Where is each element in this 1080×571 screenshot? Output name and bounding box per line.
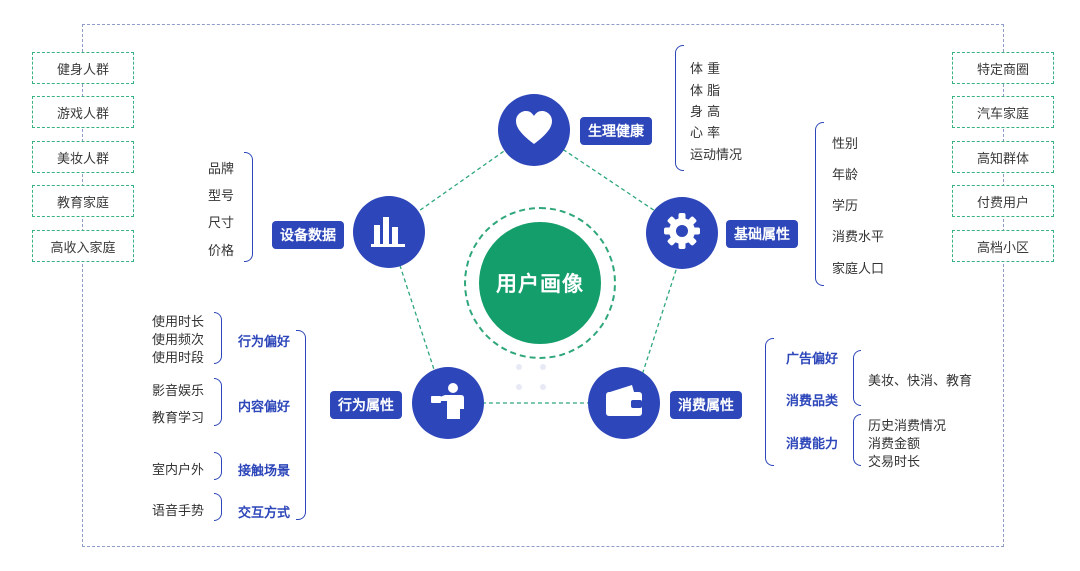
decor-dot bbox=[540, 384, 546, 390]
device-node bbox=[353, 196, 425, 268]
behavior-item: 语音手势 bbox=[152, 504, 205, 519]
consumption-ability-bracket bbox=[853, 414, 861, 466]
behavior-subbracket bbox=[214, 493, 222, 521]
behavior-subgroup-label: 交互方式 bbox=[238, 506, 291, 521]
basic-node bbox=[646, 197, 718, 269]
left-group-label: 健身人群 bbox=[56, 62, 109, 78]
right-group-box-upscale-community: 高档小区 bbox=[952, 230, 1054, 262]
left-group-box-gaming: 游戏人群 bbox=[32, 96, 134, 128]
device-label: 设备数据 bbox=[280, 228, 336, 244]
wallet-icon bbox=[604, 384, 644, 422]
outer-dashed-frame bbox=[82, 24, 1004, 547]
right-group-box-car-family: 汽车家庭 bbox=[952, 96, 1054, 128]
left-group-label: 高收入家庭 bbox=[50, 240, 116, 256]
behavior-item: 使用频次 bbox=[152, 333, 205, 348]
basic-item: 性别 bbox=[832, 137, 859, 152]
consumption-shared-detail: 美妆、快消、教育 bbox=[868, 374, 973, 389]
left-group-box-high-income: 高收入家庭 bbox=[32, 230, 134, 262]
basic-item: 消费水平 bbox=[832, 230, 885, 245]
consumption-label: 消费属性 bbox=[678, 398, 734, 414]
physiology-item: 体 重 bbox=[690, 62, 721, 77]
behavior-bracket bbox=[296, 330, 306, 520]
left-group-box-education: 教育家庭 bbox=[32, 185, 134, 217]
decor-dot bbox=[516, 384, 522, 390]
decor-dot bbox=[540, 364, 546, 370]
physiology-item: 心 率 bbox=[690, 126, 721, 141]
physiology-item: 身 高 bbox=[690, 105, 721, 120]
center-node: 用户画像 bbox=[479, 222, 601, 344]
behavior-item: 教育学习 bbox=[152, 411, 205, 426]
right-group-label: 高知群体 bbox=[976, 151, 1029, 167]
physiology-tag: 生理健康 bbox=[580, 117, 652, 145]
right-group-box-educated: 高知群体 bbox=[952, 141, 1054, 173]
behavior-subbracket bbox=[214, 452, 222, 480]
device-item: 尺寸 bbox=[208, 216, 235, 231]
basic-item: 学历 bbox=[832, 199, 859, 214]
right-group-label: 特定商圈 bbox=[976, 62, 1029, 78]
gear-icon bbox=[662, 211, 702, 255]
behavior-subgroup-label: 内容偏好 bbox=[238, 400, 291, 415]
consumption-ability-item: 历史消费情况 bbox=[868, 419, 947, 434]
behavior-node bbox=[412, 367, 484, 439]
left-group-label: 美妆人群 bbox=[56, 151, 109, 167]
consumption-node bbox=[588, 367, 660, 439]
physiology-label: 生理健康 bbox=[588, 124, 644, 140]
right-group-box-paying-users: 付费用户 bbox=[952, 185, 1054, 217]
behavior-subgroup-label: 接触场景 bbox=[238, 464, 291, 479]
consumption-tag: 消费属性 bbox=[670, 391, 742, 419]
consumption-bracket bbox=[765, 338, 774, 466]
device-item: 价格 bbox=[208, 244, 235, 259]
behavior-item: 室内户外 bbox=[152, 463, 205, 478]
behavior-label: 行为属性 bbox=[338, 398, 394, 414]
right-group-label: 付费用户 bbox=[976, 195, 1029, 211]
behavior-item: 影音娱乐 bbox=[152, 384, 205, 399]
left-group-box-beauty: 美妆人群 bbox=[32, 141, 134, 173]
device-item: 品牌 bbox=[208, 162, 235, 177]
center-label: 用户画像 bbox=[496, 272, 584, 296]
consumption-category: 广告偏好 bbox=[786, 352, 839, 367]
right-group-label: 高档小区 bbox=[976, 240, 1029, 256]
basic-item: 年龄 bbox=[832, 168, 859, 183]
right-group-box-business-district: 特定商圈 bbox=[952, 52, 1054, 84]
device-tag: 设备数据 bbox=[272, 221, 344, 249]
behavior-item: 使用时段 bbox=[152, 351, 205, 366]
consumption-sub-bracket bbox=[853, 350, 861, 406]
center-dashed-ring bbox=[464, 207, 616, 359]
basic-label: 基础属性 bbox=[734, 227, 790, 243]
physiology-item: 运动情况 bbox=[690, 148, 743, 163]
left-group-label: 教育家庭 bbox=[56, 195, 109, 211]
physiology-bracket bbox=[675, 45, 684, 171]
physiology-item: 体 脂 bbox=[690, 84, 721, 99]
consumption-category: 消费品类 bbox=[786, 394, 839, 409]
physiology-node bbox=[498, 94, 570, 166]
right-group-label: 汽车家庭 bbox=[976, 106, 1029, 122]
basic-item: 家庭人口 bbox=[832, 262, 885, 277]
behavior-subgroup-label: 行为偏好 bbox=[238, 335, 291, 350]
behavior-item: 使用时长 bbox=[152, 315, 205, 330]
behavior-tag: 行为属性 bbox=[330, 391, 402, 419]
decor-dot bbox=[516, 364, 522, 370]
left-group-label: 游戏人群 bbox=[56, 106, 109, 122]
consumption-ability-item: 交易时长 bbox=[868, 455, 921, 470]
consumption-ability-item: 消费金额 bbox=[868, 437, 921, 452]
device-item: 型号 bbox=[208, 189, 235, 204]
device-bracket bbox=[244, 152, 253, 262]
behavior-subbracket bbox=[214, 378, 222, 426]
presenter-icon bbox=[428, 382, 468, 424]
heart-icon bbox=[514, 110, 554, 150]
basic-tag: 基础属性 bbox=[726, 220, 798, 248]
behavior-subbracket bbox=[214, 312, 222, 364]
basic-bracket bbox=[815, 122, 824, 286]
left-group-box-fitness: 健身人群 bbox=[32, 52, 134, 84]
bar-chart-icon bbox=[370, 213, 408, 251]
consumption-category: 消费能力 bbox=[786, 437, 839, 452]
